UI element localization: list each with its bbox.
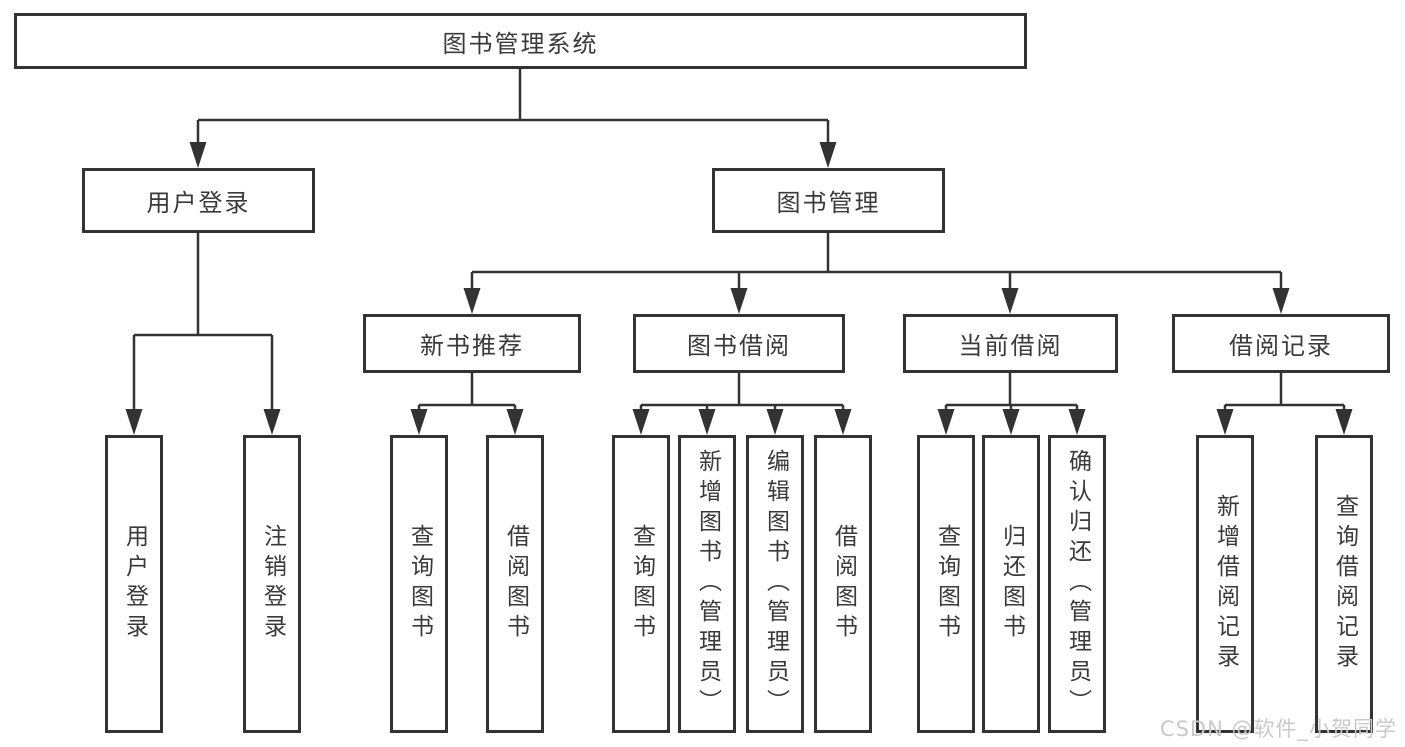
- node-current-borrow: 当前借阅: [903, 314, 1118, 373]
- leaf-query-books-2: 查询图书: [612, 435, 670, 733]
- leaf-query-books-3-label: 查询图书: [933, 524, 960, 644]
- leaf-edit-books-admin-label: 编辑图书（管理员）: [762, 449, 789, 719]
- leaf-borrow-books-2: 借阅图书: [814, 435, 872, 733]
- node-book-management-branch: 图书管理: [712, 168, 945, 233]
- csdn-watermark: CSDN @软件_小贺同学: [1159, 717, 1397, 741]
- node-user-login-branch: 用户登录: [82, 168, 315, 233]
- node-borrow-records-label: 借阅记录: [1229, 332, 1333, 360]
- leaf-query-books-1-label: 查询图书: [406, 524, 433, 644]
- arrowhead-icons: [125, 142, 1353, 435]
- node-current-borrow-label: 当前借阅: [958, 332, 1063, 360]
- node-book-borrow-label: 图书借阅: [687, 332, 791, 360]
- leaf-logout-label: 注销登录: [259, 524, 286, 644]
- node-user-login-branch-label: 用户登录: [146, 189, 251, 217]
- node-book-borrow: 图书借阅: [633, 314, 845, 373]
- leaf-add-books-admin-label: 新增图书（管理员）: [694, 449, 721, 719]
- node-borrow-records: 借阅记录: [1172, 314, 1390, 373]
- leaf-confirm-return-admin-label: 确认归还（管理员）: [1064, 449, 1091, 719]
- leaf-add-books-admin: 新增图书（管理员）: [678, 435, 736, 733]
- node-root-system: 图书管理系统: [14, 13, 1027, 69]
- leaf-logout: 注销登录: [243, 435, 301, 733]
- leaf-borrow-books-2-label: 借阅图书: [830, 524, 857, 644]
- leaf-query-borrow-record-label: 查询借阅记录: [1331, 494, 1358, 674]
- leaf-confirm-return-admin: 确认归还（管理员）: [1048, 435, 1106, 733]
- leaf-query-borrow-record: 查询借阅记录: [1315, 435, 1373, 733]
- leaf-return-books: 归还图书: [982, 435, 1040, 733]
- leaf-user-login-label: 用户登录: [121, 524, 148, 644]
- leaf-edit-books-admin: 编辑图书（管理员）: [746, 435, 804, 733]
- node-new-book-recommend-label: 新书推荐: [420, 332, 524, 360]
- leaf-user-login: 用户登录: [105, 435, 163, 733]
- node-root-label: 图书管理系统: [442, 29, 599, 58]
- leaf-query-books-3: 查询图书: [917, 435, 975, 733]
- leaf-add-borrow-record-label: 新增借阅记录: [1212, 494, 1239, 674]
- leaf-return-books-label: 归还图书: [998, 524, 1025, 644]
- node-new-book-recommend: 新书推荐: [363, 314, 581, 373]
- leaf-add-borrow-record: 新增借阅记录: [1196, 435, 1254, 733]
- leaf-query-books-1: 查询图书: [390, 435, 448, 733]
- leaf-query-books-2-label: 查询图书: [628, 524, 655, 644]
- node-book-management-branch-label: 图书管理: [776, 189, 881, 217]
- leaf-borrow-books-1: 借阅图书: [486, 435, 544, 733]
- leaf-borrow-books-1-label: 借阅图书: [502, 524, 529, 644]
